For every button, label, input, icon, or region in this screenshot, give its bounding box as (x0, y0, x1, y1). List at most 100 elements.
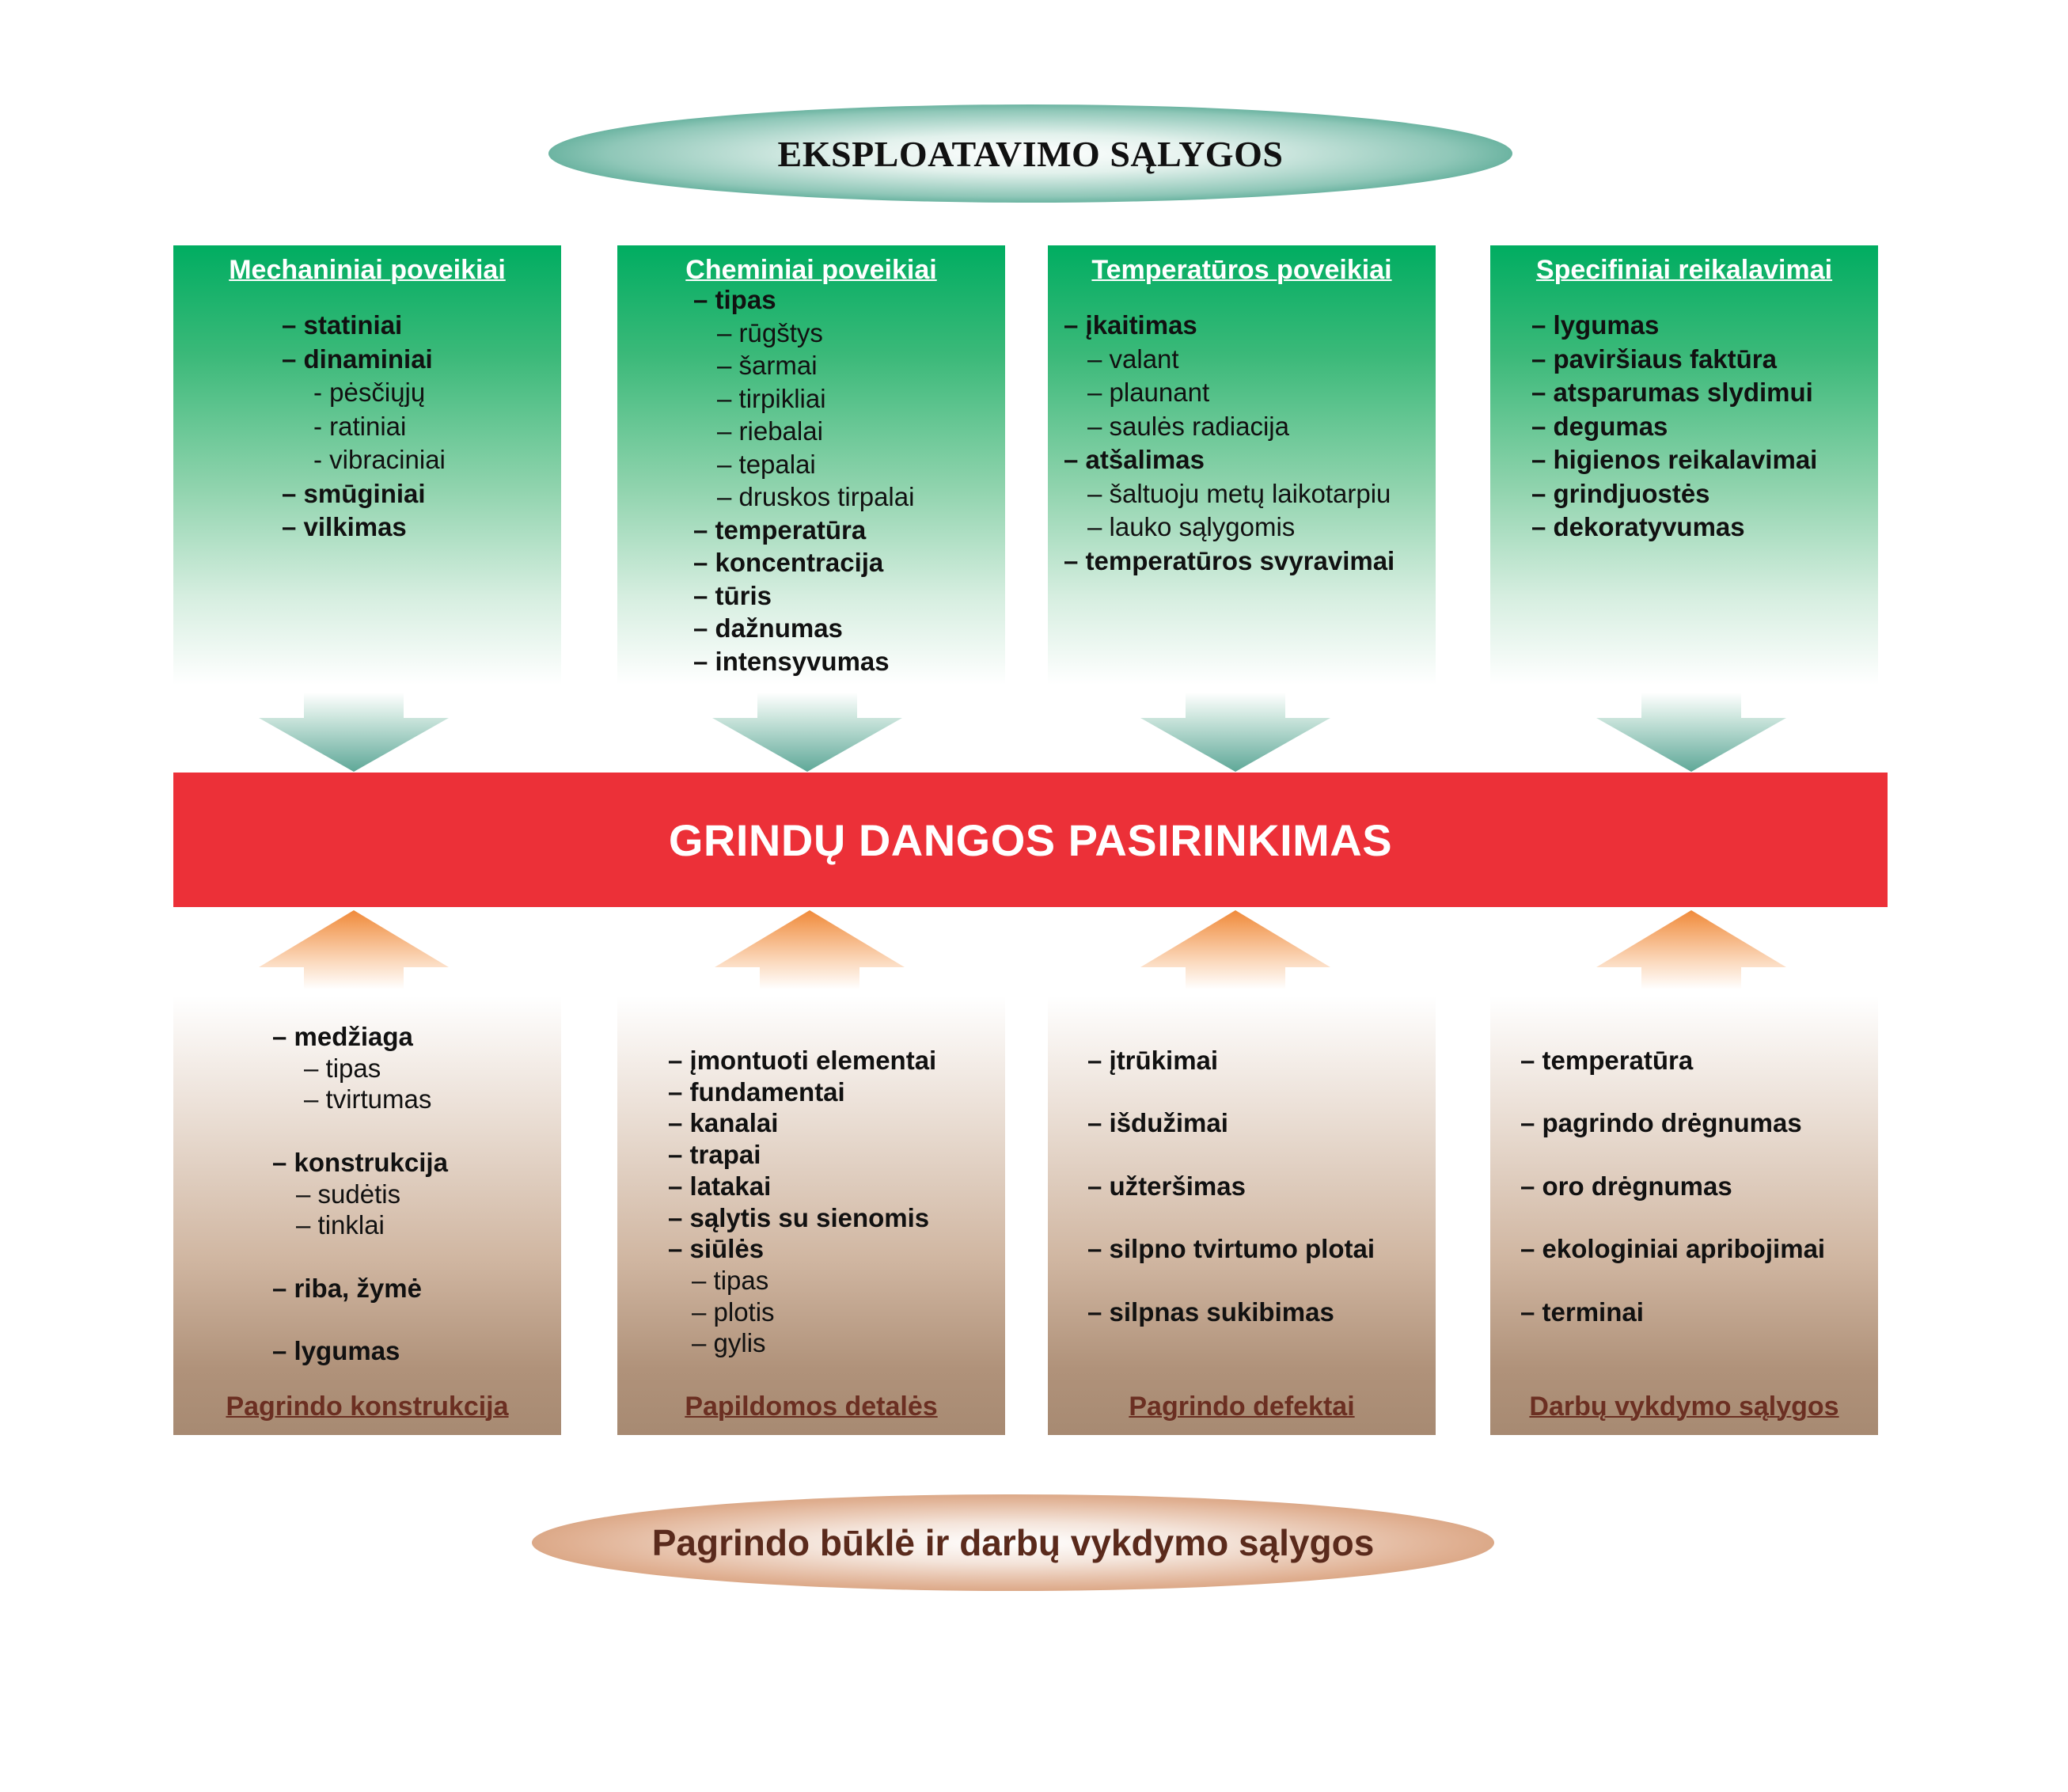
item-list: – lygumas – paviršiaus faktūra – atsparu… (1531, 309, 1817, 545)
box-specifiniai-reikalavimai: Specifiniai reikalavimai – lygumas – pav… (1490, 245, 1878, 685)
list-item: – ekologiniai apribojimai (1520, 1234, 1826, 1264)
list-item: – temperatūra (1520, 1046, 1694, 1075)
box-papildomos-detales: – įmontuoti elementai – fundamentai – ka… (617, 996, 1005, 1435)
list-spacer (1520, 1076, 1825, 1108)
list-item: – vilkimas (282, 512, 407, 541)
up-arrow-icon (715, 910, 905, 989)
list-item: – silpnas sukibimas (1087, 1297, 1334, 1327)
list-item: – lygumas (1531, 310, 1660, 340)
top-title: EKSPLOATAVIMO SĄLYGOS (777, 133, 1284, 174)
list-item: – tepalai (717, 449, 816, 479)
list-item: – trapai (668, 1140, 761, 1170)
box-title: Cheminiai poveikiai (685, 255, 937, 285)
list-item: – tipas (692, 1265, 769, 1295)
list-item: – atsparumas slydimui (1531, 378, 1813, 407)
list-item: – šaltuoju metų laikotarpiu (1087, 478, 1391, 508)
list-spacer (1520, 1202, 1825, 1233)
box-title: Specifiniai reikalavimai (1535, 255, 1833, 285)
list-item: – koncentracija (693, 548, 884, 577)
list-item: – įmontuoti elementai (668, 1046, 937, 1075)
center-banner: GRINDŲ DANGOS PASIRINKIMAS (173, 773, 1888, 907)
down-arrow-icon (712, 693, 902, 772)
list-item: – tūris (693, 580, 772, 610)
list-item: – įtrūkimai (1087, 1046, 1219, 1075)
list-item: – siūlės (668, 1234, 765, 1264)
list-item: – higienos reikalavimai (1531, 445, 1818, 474)
list-item: – gylis (692, 1328, 766, 1358)
list-item: – statiniai (282, 310, 403, 340)
box-title: Temperatūros poveikiai (1091, 255, 1392, 285)
list-item: – terminai (1520, 1297, 1644, 1327)
list-item: – silpno tvirtumo plotai (1087, 1234, 1376, 1264)
item-list: – medžiaga – tipas – tvirtumas – konstru… (272, 1021, 448, 1367)
list-item: – riebalai (717, 416, 823, 446)
item-list: – įtrūkimai – išdužimai – užteršimas – s… (1087, 1045, 1375, 1327)
box-darbu-vykdymo-salygos: – temperatūra – pagrindo drėgnumas – oro… (1490, 996, 1878, 1435)
list-item: – kanalai (668, 1108, 779, 1138)
list-item: – tipas (304, 1053, 381, 1083)
box-footer: Papildomos detalės (685, 1391, 938, 1422)
list-item: – plaunant (1087, 378, 1210, 407)
list-item: – sąlytis su sienomis (668, 1202, 930, 1232)
list-item: – tirpikliai (717, 383, 826, 413)
down-arrow-icon (1140, 693, 1330, 772)
list-item: – temperatūra (693, 514, 867, 545)
list-spacer (272, 1115, 448, 1147)
box-footer: Pagrindo defektai (1129, 1391, 1355, 1422)
list-item: - vibraciniai (313, 445, 446, 474)
box-pagrindo-defektai: – įtrūkimai – išdužimai – užteršimas – s… (1048, 996, 1436, 1435)
list-item: – dažnumas (693, 613, 843, 643)
list-item: – degumas (1531, 411, 1668, 441)
list-item: – medžiaga (272, 1022, 413, 1051)
list-item: - ratiniai (313, 411, 407, 441)
list-item: – smūginiai (282, 478, 426, 508)
up-arrow-icon (259, 910, 449, 989)
list-item: – konstrukcija (272, 1147, 448, 1177)
item-list: – įkaitimas – valant – plaunant – saulės… (1064, 309, 1394, 578)
list-item: – dekoratyvumas (1531, 512, 1745, 541)
item-list: – įmontuoti elementai – fundamentai – ka… (668, 1045, 936, 1359)
item-list: – statiniai – dinaminiai - pėsčiųjų - ra… (282, 309, 446, 545)
list-spacer (1087, 1139, 1375, 1171)
list-spacer (1520, 1265, 1825, 1297)
item-list: – temperatūra – pagrindo drėgnumas – oro… (1520, 1045, 1825, 1327)
list-item: – tipas (693, 285, 776, 314)
box-mechaniniai-poveikiai: Mechaniniai poveikiai – statiniai – dina… (173, 245, 561, 685)
box-pagrindo-konstrukcija: – medžiaga – tipas – tvirtumas – konstru… (173, 996, 561, 1435)
list-item: – lauko sąlygomis (1087, 512, 1296, 541)
list-item: – tvirtumas (304, 1084, 432, 1114)
list-item: – šarmai (717, 351, 818, 380)
list-item: – rūgštys (717, 317, 823, 347)
list-item: – druskos tirpalai (717, 482, 915, 511)
box-footer: Darbų vykdymo sąlygos (1529, 1391, 1839, 1422)
list-item: - pėsčiųjų (313, 378, 426, 407)
list-item: – sudėtis (296, 1179, 401, 1209)
up-arrow-icon (1140, 910, 1330, 989)
list-item: – paviršiaus faktūra (1531, 344, 1777, 374)
list-spacer (272, 1304, 448, 1335)
list-item: – temperatūros svyravimai (1064, 545, 1395, 575)
list-item: – pagrindo drėgnumas (1520, 1108, 1802, 1138)
list-item: – plotis (692, 1297, 775, 1327)
list-item: – latakai (668, 1171, 772, 1201)
list-item: – atšalimas (1064, 445, 1205, 474)
list-item: – saulės radiacija (1087, 411, 1289, 441)
up-arrow-icon (1596, 910, 1786, 989)
list-item: – oro drėgnumas (1520, 1171, 1732, 1201)
list-spacer (1087, 1265, 1375, 1297)
list-spacer (1087, 1202, 1375, 1233)
list-item: – fundamentai (668, 1076, 845, 1107)
box-title: Mechaniniai poveikiai (229, 255, 506, 285)
list-spacer (272, 1241, 448, 1273)
list-item: – grindjuostės (1531, 478, 1710, 508)
list-item: – užteršimas (1087, 1171, 1246, 1201)
list-item: – lygumas (272, 1335, 400, 1365)
box-cheminiai-poveikiai: Cheminiai poveikiai – tipas – rūgštys – … (617, 245, 1005, 685)
center-banner-text: GRINDŲ DANGOS PASIRINKIMAS (668, 814, 1393, 865)
list-item: – įkaitimas (1064, 310, 1197, 340)
bottom-title-ellipse: Pagrindo būklė ir darbų vykdymo sąlygos (532, 1494, 1494, 1591)
list-item: – dinaminiai (282, 344, 433, 374)
list-spacer (1520, 1139, 1825, 1171)
list-item: – intensyvumas (693, 646, 890, 676)
list-item: – tinklai (296, 1210, 385, 1240)
